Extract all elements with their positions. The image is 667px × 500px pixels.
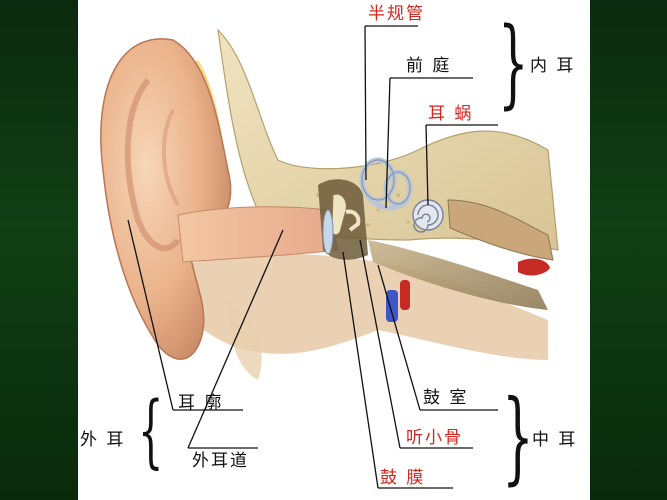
ear-canal-shape	[177, 206, 339, 263]
inner-ear-brace: }	[498, 7, 529, 119]
label-vestibule: 前 庭	[406, 56, 452, 76]
label-ossicles: 听小骨	[406, 428, 463, 448]
ear-anatomy-diagram: 半规管 前 庭 耳 蜗 } 内 耳 耳 廓 { 外 耳 外耳道 鼓 室 听小骨 …	[78, 0, 590, 500]
label-middle-ear: 中 耳	[532, 430, 578, 450]
left-background-band	[0, 0, 78, 500]
label-semicircular-canals: 半规管	[368, 4, 425, 24]
label-inner-ear: 内 耳	[530, 56, 576, 76]
right-background-band	[590, 0, 667, 500]
eustachian-tube	[368, 240, 548, 310]
label-ear-canal: 外耳道	[192, 451, 249, 471]
label-cochlea: 耳 蜗	[428, 104, 474, 124]
middle-ear-brace: }	[502, 378, 534, 495]
ear-illustration	[100, 25, 559, 489]
label-auricle: 耳 廓	[178, 393, 224, 413]
label-eardrum: 鼓 膜	[380, 468, 426, 488]
label-tympanic-cavity: 鼓 室	[423, 388, 469, 408]
soft-tissue	[173, 253, 548, 360]
outer-ear-brace: {	[138, 384, 164, 477]
label-outer-ear: 外 耳	[80, 430, 126, 450]
eardrum-shape	[322, 209, 334, 255]
